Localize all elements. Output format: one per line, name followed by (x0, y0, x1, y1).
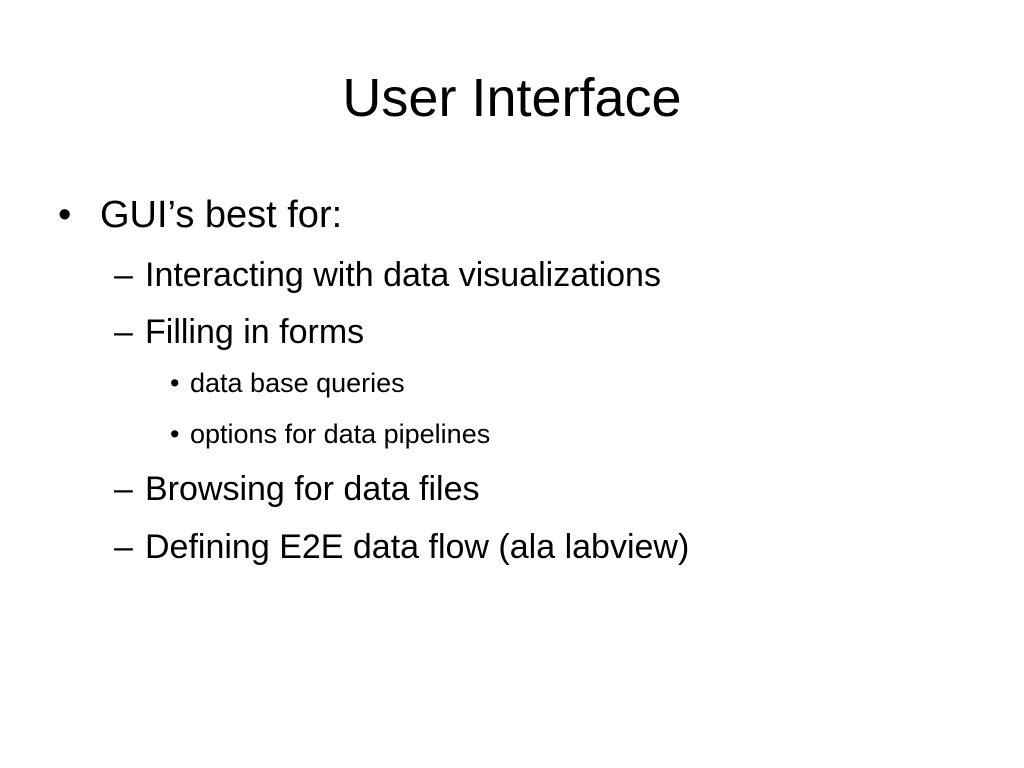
subitem-defining-e2e: – Defining E2E data flow (ala labview) (114, 527, 914, 567)
slide-title: User Interface (342, 68, 682, 128)
bullet-gui-best-for: • GUI’s best for: (58, 193, 558, 237)
dash-marker: – (114, 313, 133, 351)
subitem-filling-forms: – Filling in forms (114, 312, 814, 352)
dash-marker: – (114, 528, 133, 566)
subsubitem-text: data base queries (190, 368, 405, 398)
subsubitem-text: options for data pipelines (190, 419, 491, 449)
subsubitem-data-base-queries: • data base queries (170, 367, 770, 399)
subitem-text: Filling in forms (145, 313, 365, 351)
subitem-text: Defining E2E data flow (ala labview) (145, 528, 690, 566)
bullet-text: GUI’s best for: (100, 194, 343, 236)
subsubitem-options-pipelines: • options for data pipelines (170, 418, 770, 450)
dash-marker: – (114, 256, 133, 294)
subitem-interacting: – Interacting with data visualizations (114, 255, 814, 295)
bullet-marker: • (170, 419, 180, 449)
bullet-marker: • (58, 194, 72, 236)
bullet-marker: • (170, 368, 180, 398)
subitem-text: Browsing for data files (145, 470, 480, 508)
subitem-browsing-files: – Browsing for data files (114, 469, 814, 509)
dash-marker: – (114, 470, 133, 508)
subitem-text: Interacting with data visualizations (145, 256, 661, 294)
